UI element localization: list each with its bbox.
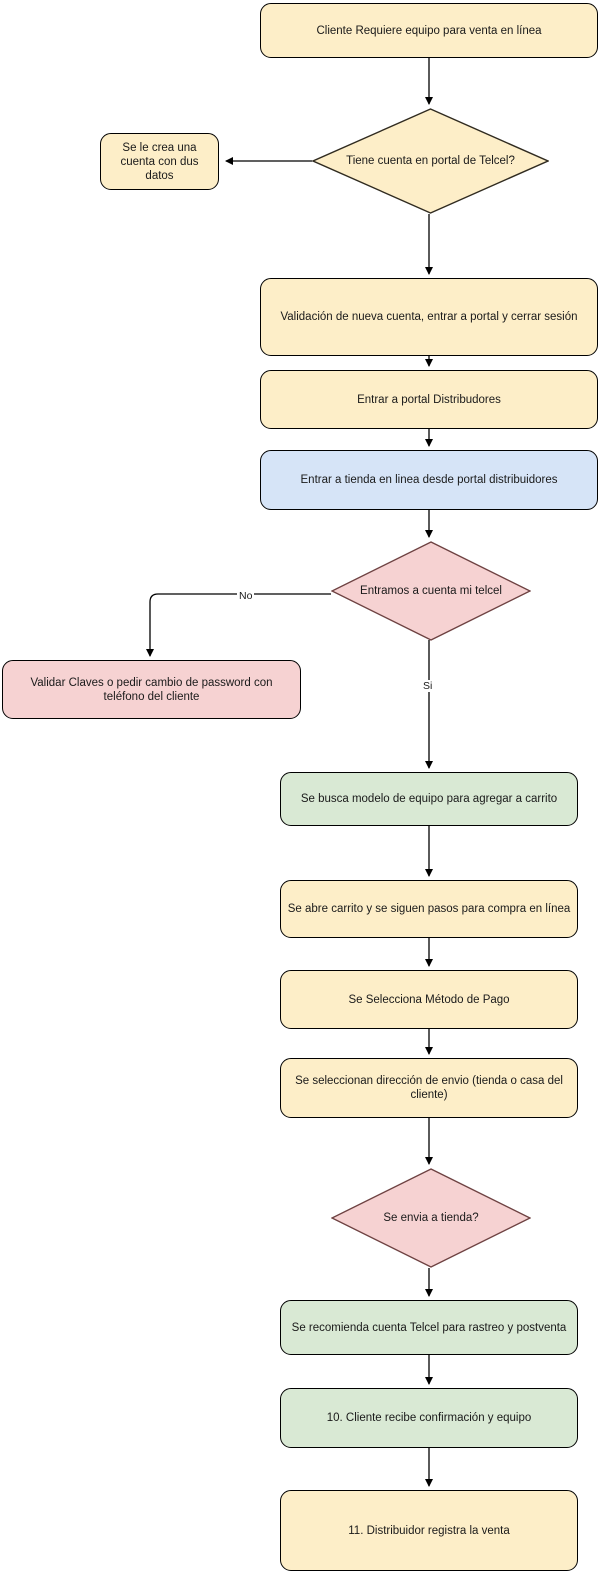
- node-validacion-nueva-cuenta[interactable]: Validación de nueva cuenta, entrar a por…: [260, 278, 598, 356]
- node-recomienda-cuenta-telcel[interactable]: Se recomienda cuenta Telcel para rastreo…: [280, 1300, 578, 1355]
- node-label: Se recomienda cuenta Telcel para rastreo…: [291, 1321, 567, 1334]
- node-abre-carrito[interactable]: Se abre carrito y se siguen pasos para c…: [280, 880, 578, 938]
- node-se-crea-cuenta[interactable]: Se le crea una cuenta con dus datos: [100, 133, 219, 190]
- node-label: Se seleccionan dirección de envio (tiend…: [295, 1075, 563, 1101]
- diamond-shape: [331, 1168, 531, 1268]
- edge-label-si: Si: [421, 680, 435, 692]
- node-label: Entrar a tienda en linea desde portal di…: [300, 474, 558, 486]
- node-label: 11. Distribuidor registra la venta: [348, 1524, 510, 1537]
- node-label: Tiene cuenta en portal de Telcel?: [346, 155, 515, 167]
- node-entrar-portal-distribuidores[interactable]: Entrar a portal Distribudores: [260, 370, 598, 429]
- node-validar-claves-password[interactable]: Validar Claves o pedir cambio de passwor…: [2, 660, 301, 719]
- node-selecciona-metodo-pago[interactable]: Se Selecciona Método de Pago: [280, 970, 578, 1029]
- node-label: Se abre carrito y se siguen pasos para c…: [287, 903, 571, 915]
- node-label: 10. Cliente recibe confirmación y equipo: [326, 1412, 532, 1424]
- node-distribuidor-registra-venta[interactable]: 11. Distribuidor registra la venta: [280, 1490, 578, 1571]
- node-tiene-cuenta-portal-decision[interactable]: Tiene cuenta en portal de Telcel?: [312, 108, 549, 214]
- node-label: Se busca modelo de equipo para agregar a…: [300, 793, 558, 805]
- node-label: Entrar a portal Distribudores: [357, 393, 501, 406]
- edge-label-no: No: [237, 590, 255, 602]
- node-label: Entramos a cuenta mi telcel: [360, 585, 502, 597]
- diamond-shape: [312, 108, 549, 214]
- node-label: Se envia a tienda?: [383, 1212, 479, 1224]
- node-cliente-requiere-equipo[interactable]: Cliente Requiere equipo para venta en lí…: [260, 3, 598, 58]
- node-cliente-recibe-confirmacion[interactable]: 10. Cliente recibe confirmación y equipo: [280, 1388, 578, 1448]
- diamond-shape: [331, 541, 531, 641]
- node-label: Validar Claves o pedir cambio de passwor…: [30, 676, 273, 703]
- edge-n7-n8-no: [146, 593, 331, 657]
- node-label: Se Selecciona Método de Pago: [348, 993, 510, 1006]
- node-se-envia-tienda-decision[interactable]: Se envia a tienda?: [331, 1168, 531, 1268]
- node-selecciona-direccion-envio[interactable]: Se seleccionan dirección de envio (tiend…: [280, 1058, 578, 1118]
- node-label: Validación de nueva cuenta, entrar a por…: [280, 311, 578, 323]
- node-busca-modelo-equipo[interactable]: Se busca modelo de equipo para agregar a…: [280, 772, 578, 826]
- node-entrar-tienda-en-linea[interactable]: Entrar a tienda en linea desde portal di…: [260, 450, 598, 510]
- node-label: Cliente Requiere equipo para venta en lí…: [316, 24, 542, 37]
- node-entramos-cuenta-mi-telcel-decision[interactable]: Entramos a cuenta mi telcel: [331, 541, 531, 641]
- node-label: Se le crea una cuenta con dus datos: [120, 141, 199, 182]
